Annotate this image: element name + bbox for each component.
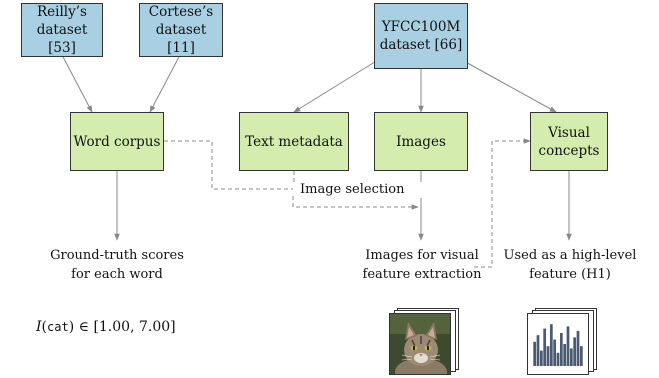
- histogram-bar: [566, 326, 570, 366]
- cortese-dataset-node: Cortese’s dataset [11]: [139, 3, 223, 57]
- images-visual-line2: feature extraction: [362, 267, 482, 282]
- histogram-bar: [563, 344, 567, 366]
- formula-func: I: [36, 319, 42, 335]
- histogram-bar: [533, 341, 537, 366]
- ground-truth-line1: Ground-truth scores: [50, 248, 184, 263]
- image-selection-label: Image selection: [294, 182, 430, 198]
- histogram-bar: [576, 330, 580, 366]
- histogram-bar: [549, 324, 553, 366]
- visual-concepts-line2: concepts: [538, 142, 600, 159]
- cat-photo: [390, 314, 450, 374]
- histogram-bar: [569, 348, 573, 366]
- formula-arg: cat: [47, 320, 69, 334]
- images-label: Images: [396, 133, 446, 150]
- formula-op: ∈: [78, 319, 89, 335]
- text-metadata-node: Text metadata: [239, 112, 349, 171]
- histogram-bar: [556, 352, 560, 366]
- visual-concepts-node: Visual concepts: [530, 112, 608, 171]
- yfcc-line2: dataset [66]: [379, 37, 463, 53]
- dashed-selection-to-images: [292, 196, 419, 210]
- histogram-bar: [546, 346, 550, 366]
- ground-truth-line2: for each word: [71, 267, 163, 282]
- yfcc-dataset-node: YFCC100M dataset [66]: [374, 3, 468, 69]
- histogram-bar: [559, 333, 563, 366]
- ground-truth-label: Ground-truth scores for each word: [37, 246, 197, 284]
- cortese-line2: dataset [11]: [155, 22, 207, 56]
- arrow-reilly-to-corpus: [61, 54, 93, 113]
- high-level-feature-label: Used as a high-level feature (H1): [498, 246, 642, 284]
- reilly-line1: Reilly’s: [37, 4, 87, 20]
- histogram-chart: [533, 324, 583, 366]
- word-corpus-node: Word corpus: [70, 112, 164, 171]
- cat-photo-stack-icon: [389, 306, 461, 376]
- formula-range: [1.00, 7.00]: [93, 319, 176, 335]
- word-corpus-label: Word corpus: [73, 133, 161, 150]
- histogram-stack-icon: [527, 306, 599, 376]
- histogram-bar: [573, 337, 577, 366]
- high-level-line2: feature (H1): [529, 267, 611, 282]
- histogram-bar: [539, 350, 543, 366]
- reilly-dataset-node: Reilly’s dataset [53]: [21, 3, 103, 57]
- score-range-formula: I(cat) ∈ [1.00, 7.00]: [36, 319, 176, 335]
- arrow-cortese-to-corpus: [149, 54, 181, 113]
- images-visual-line1: Images for visual: [365, 248, 479, 263]
- dashed-corpus-to-selection: [164, 140, 293, 190]
- histogram-bar: [543, 328, 547, 366]
- histogram-bar: [579, 346, 583, 366]
- histogram-bar: [553, 339, 557, 366]
- text-metadata-label: Text metadata: [245, 133, 343, 150]
- cortese-line1: Cortese’s: [148, 4, 214, 20]
- dashed-features-to-visual: [474, 138, 531, 268]
- images-node: Images: [374, 112, 468, 171]
- yfcc-line1: YFCC100M: [381, 19, 461, 35]
- arrow-yfcc-to-textmeta: [293, 59, 379, 113]
- images-visual-feature-label: Images for visual feature extraction: [360, 246, 484, 284]
- high-level-line1: Used as a high-level: [503, 248, 637, 263]
- arrow-yfcc-to-visual: [461, 59, 557, 113]
- reilly-line2: dataset [53]: [36, 22, 88, 56]
- visual-concepts-line1: Visual: [548, 124, 590, 141]
- histogram-bar: [536, 335, 540, 366]
